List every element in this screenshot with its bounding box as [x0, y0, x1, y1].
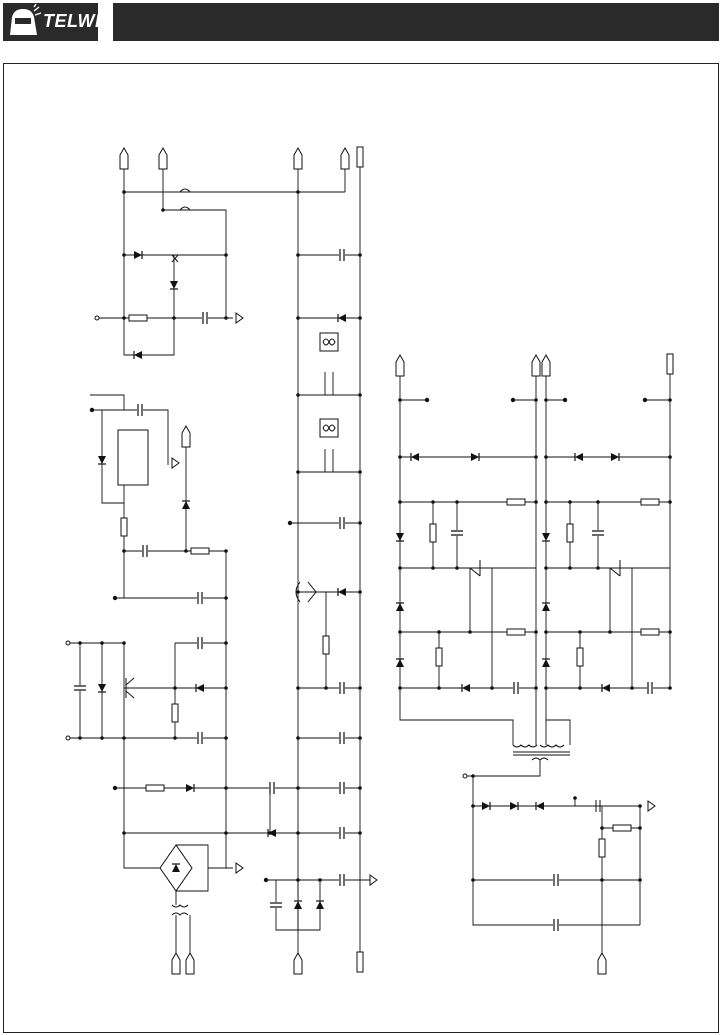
- schematic-frame: [3, 63, 719, 1033]
- telwin-logo: TELWIN: [3, 3, 114, 41]
- welder-mask-icon: [10, 3, 42, 35]
- logo-text: TELWIN: [43, 11, 114, 31]
- header-bar: [113, 3, 719, 41]
